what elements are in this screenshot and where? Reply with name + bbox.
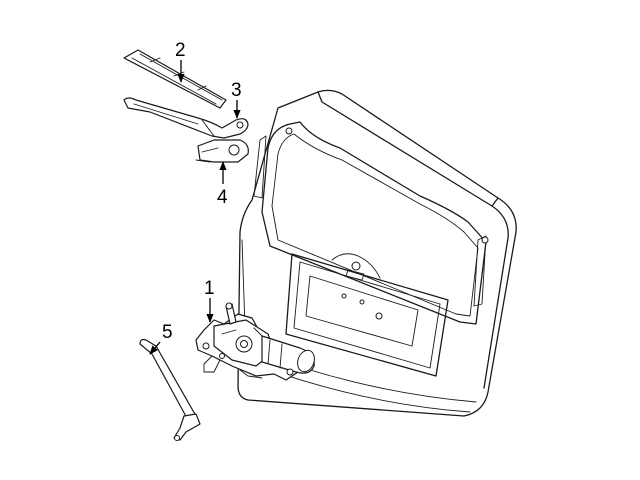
- callout-2: 2: [175, 40, 186, 83]
- callout-1-label: 1: [204, 278, 215, 299]
- callout-1: 1: [204, 278, 215, 323]
- callout-4: 4: [217, 161, 228, 208]
- callout-2-label: 2: [175, 40, 186, 61]
- wiper-arm: [123, 97, 249, 139]
- lift-support-strut: [139, 338, 201, 441]
- callout-4-label: 4: [217, 187, 228, 208]
- wiper-motor: [195, 302, 315, 381]
- callout-5-label: 5: [162, 322, 173, 343]
- callout-3-label: 3: [231, 80, 242, 101]
- pivot-cap: [195, 139, 249, 163]
- callout-5: 5: [149, 322, 173, 355]
- callout-3: 3: [231, 80, 242, 119]
